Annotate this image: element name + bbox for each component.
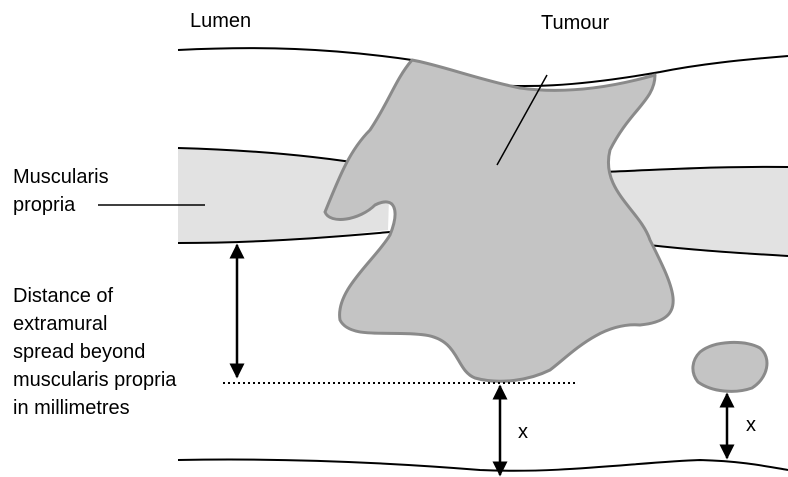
- distance-label-line1: Distance of: [13, 284, 113, 309]
- distance-label-line5: in millimetres: [13, 396, 130, 421]
- muscularis-label-line2: propria: [13, 193, 75, 218]
- x-label-main: x: [518, 420, 528, 445]
- lumen-label: Lumen: [190, 9, 251, 34]
- muscularis-label-line1: Muscularis: [13, 165, 109, 190]
- x-label-node: x: [746, 413, 756, 438]
- distance-label-line4: muscularis propria: [13, 368, 176, 393]
- distance-label-line2: extramural: [13, 312, 107, 337]
- tumour-label: Tumour: [541, 11, 609, 36]
- tumour-deposit-node: [693, 342, 767, 391]
- distance-label-line3: spread beyond: [13, 340, 145, 365]
- serosal-boundary-line: [178, 459, 788, 470]
